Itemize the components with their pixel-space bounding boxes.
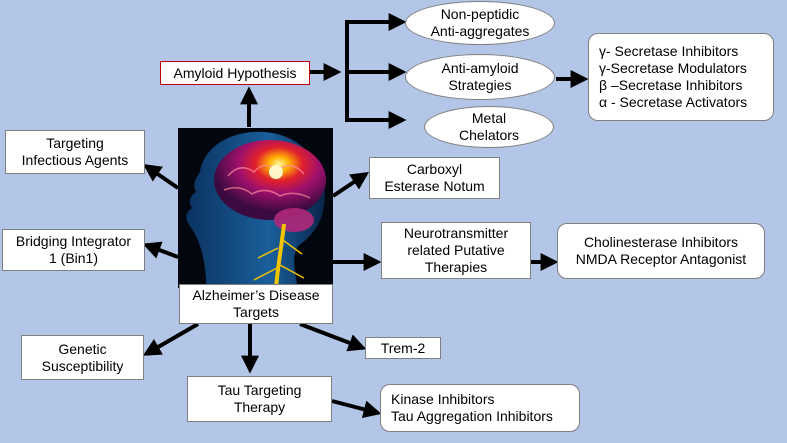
amyloid-hypothesis-box: Amyloid Hypothesis <box>160 61 310 85</box>
carboxyl-esterase-box: Carboxyl Esterase Notum <box>369 157 500 199</box>
arrow-to-carboxyl <box>331 172 369 198</box>
tau-therapy-box: Tau Targeting Therapy <box>187 376 332 422</box>
cholinesterase-box: Cholinesterase Inhibitors NMDA Receptor … <box>557 223 765 279</box>
arrow-to-infectious <box>143 163 180 190</box>
non-peptidic-ellipse: Non-peptidic Anti-aggregates <box>405 1 555 45</box>
infectious-agents-box: Targeting Infectious Agents <box>5 130 145 174</box>
bin1-box: Bridging Integrator 1 (Bin1) <box>2 229 145 271</box>
genetic-susceptibility-box: Genetic Susceptibility <box>21 335 144 380</box>
neurotransmitter-box: Neurotransmitter related Putative Therap… <box>381 222 531 279</box>
trem2-box: Trem-2 <box>365 337 441 359</box>
arrow-to-genetic <box>142 322 199 356</box>
secretase-list-box: γ- Secretase Inhibitors γ-Secretase Modu… <box>588 33 774 121</box>
brain-head-illustration <box>178 128 333 288</box>
anti-amyloid-ellipse: Anti-amyloid Strategies <box>405 54 555 100</box>
arrow-to-trem2 <box>299 322 367 352</box>
metal-chelators-ellipse: Metal Chelators <box>424 106 554 148</box>
arrow-to-kinase <box>331 399 382 419</box>
kinase-box: Kinase Inhibitors Tau Aggregation Inhibi… <box>380 384 580 432</box>
center-targets-box: Alzheimer’s Disease Targets <box>179 284 333 324</box>
arrow-to-bin1 <box>142 241 179 259</box>
